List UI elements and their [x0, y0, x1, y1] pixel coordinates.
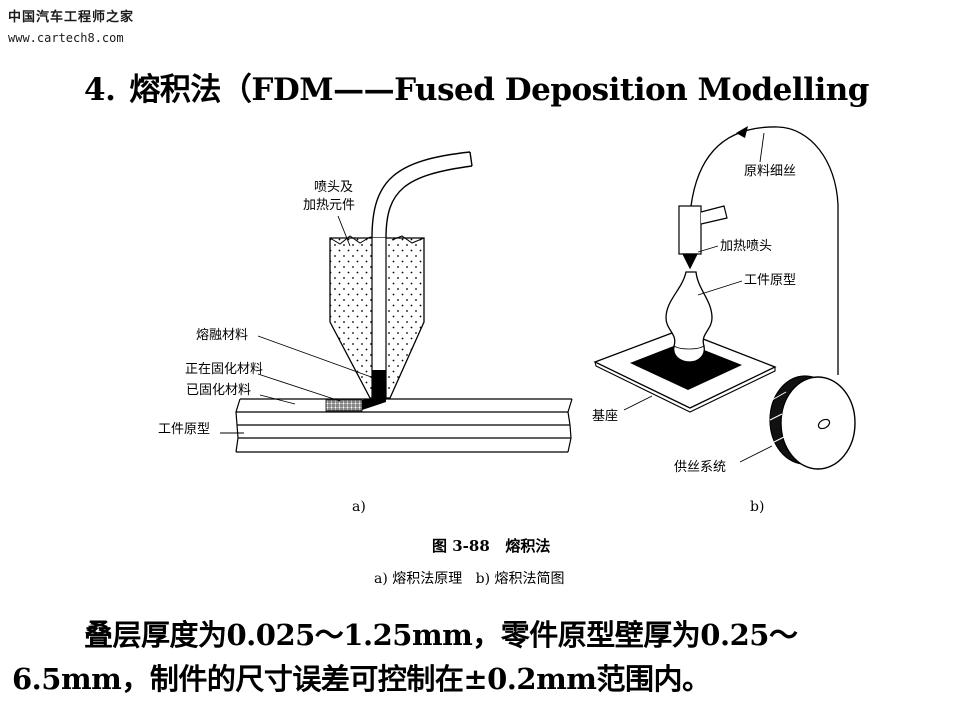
label-solidified-material: 已固化材料 [186, 383, 251, 398]
label-molten-material: 熔融材料 [196, 328, 248, 343]
title-number: 4. [84, 72, 116, 108]
part-a-principle: 喷头及 加热元件 熔融材料 正在固化材料 已固化材料 工件原型 a) [158, 151, 573, 515]
sublabel-b: b) [750, 499, 764, 515]
body-line-2: 6.5mm，制件的尺寸误差可控制在±0.2mm范围内。 [12, 662, 711, 696]
fdm-diagram: 喷头及 加热元件 熔融材料 正在固化材料 已固化材料 工件原型 a) [158, 126, 856, 587]
slide-title: 4. 熔积法（FDM——Fused Deposition Modelling [84, 64, 869, 109]
filament-tube [371, 151, 473, 239]
label-nozzle-heater-2: 加热元件 [303, 198, 355, 213]
heated-nozzle [678, 205, 728, 270]
label-solidifying-material: 正在固化材料 [185, 362, 263, 377]
label-heated-nozzle: 加热喷头 [720, 239, 772, 254]
solidifying-material-region [325, 399, 363, 412]
sublabel-a: a) [352, 499, 366, 515]
label-raw-filament: 原料细丝 [744, 164, 796, 179]
workpiece-layers [235, 398, 573, 453]
title-text: 熔积法（FDM——Fused Deposition Modelling [129, 72, 869, 108]
part-b-schematic: 原料细丝 加热喷头 工件原型 基座 供丝系统 b) [592, 126, 856, 515]
figure-caption-sub: a) 熔积法原理 b) 熔积法简图 [374, 570, 564, 587]
body-line-1: 叠层厚度为0.025～1.25mm，零件原型壁厚为0.25～ [84, 618, 798, 652]
watermark-url: www.cartech8.com [8, 31, 124, 45]
molten-material [362, 370, 386, 410]
label-base: 基座 [592, 409, 618, 424]
label-workpiece-a: 工件原型 [158, 422, 210, 437]
filament-spool [769, 375, 856, 470]
filament-arrow-icon [736, 126, 748, 138]
watermark-site-name: 中国汽车工程师之家 [8, 10, 135, 25]
raw-filament-path [690, 126, 839, 375]
label-filament-supply: 供丝系统 [674, 460, 726, 475]
label-nozzle-heater-1: 喷头及 [314, 180, 353, 195]
label-workpiece-b: 工件原型 [744, 273, 796, 288]
figure-caption-title: 图 3-88 熔积法 [432, 537, 550, 555]
